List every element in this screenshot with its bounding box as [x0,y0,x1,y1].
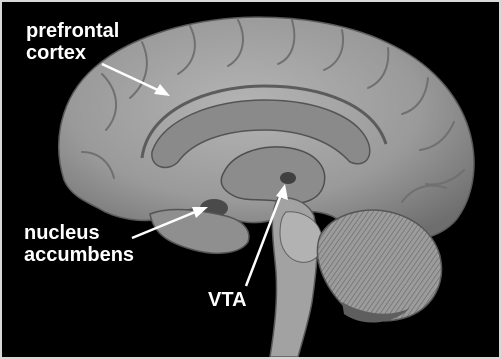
vta-region [280,172,296,184]
label-nucleus-accumbens: nucleus accumbens [24,222,134,266]
label-vta: VTA [208,289,247,311]
label-prefrontal-cortex: prefrontal cortex [26,20,119,64]
